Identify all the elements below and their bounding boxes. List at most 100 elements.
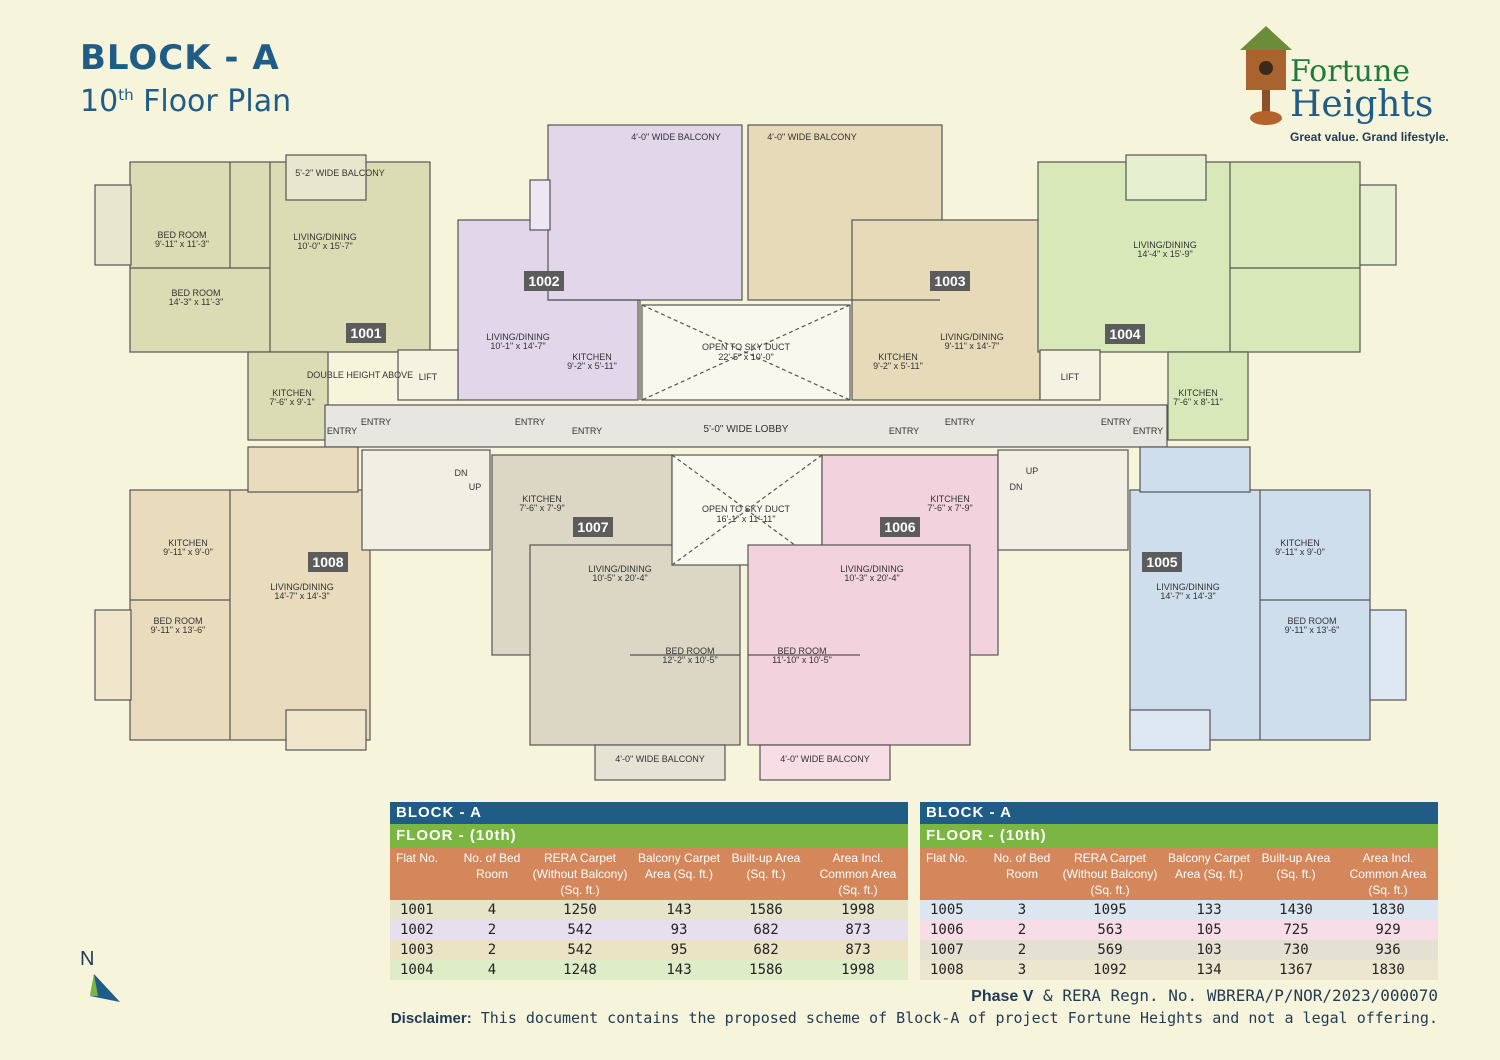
table-cell: 1001 xyxy=(400,902,434,918)
table-cell: 3 xyxy=(1017,962,1027,978)
stair-dn-label: DN xyxy=(1010,482,1023,492)
col-header: Balcony Carpet Area (Sq. ft.) xyxy=(634,848,724,900)
room-dim: 14'-7" x 14'-3" xyxy=(274,591,329,601)
subtitle-number: 10 xyxy=(80,84,119,119)
room-label: BED ROOM xyxy=(153,616,202,626)
duct-bottom-label: OPEN TO SKY DUCT xyxy=(702,504,791,514)
room-dim: 9'-2" x 5'-11" xyxy=(873,361,923,371)
duct-bottom-dim: 16'-1" x 11'-11" xyxy=(716,514,775,524)
col-header: RERA Carpet (Without Balcony) (Sq. ft.) xyxy=(526,848,634,900)
flat-1005-area xyxy=(1129,446,1407,751)
room-label: KITCHEN xyxy=(1178,388,1218,398)
flat-1008-area xyxy=(94,446,371,751)
lift-left-label: LIFT xyxy=(419,372,438,382)
col-header: No. of Bed Room xyxy=(458,848,526,900)
table-cell: 133 xyxy=(1196,902,1222,918)
stair-right xyxy=(997,449,1129,551)
stair-up-label: UP xyxy=(1026,466,1039,476)
room-label: LIVING/DINING xyxy=(940,332,1004,342)
flat-badge-1006: 1006 xyxy=(884,519,915,535)
flat-badge-1001: 1001 xyxy=(350,325,381,341)
table-cell: 1004 xyxy=(400,962,434,978)
room-dim: 14'-3" x 11'-3" xyxy=(169,297,224,307)
table-cell: 2 xyxy=(487,942,497,958)
room-dim: 14'-4" x 15'-9" xyxy=(1137,249,1192,259)
room-dim: 9'-11" x 11'-3" xyxy=(155,239,209,249)
disclaimer: Disclaimer: This document contains the p… xyxy=(391,1009,1438,1027)
table-cell: 2 xyxy=(1017,922,1027,938)
flat-badge-1003: 1003 xyxy=(934,273,965,289)
table-floor-header: FLOOR - (10th) xyxy=(920,824,1438,848)
north-indicator: N xyxy=(76,948,124,1008)
logo-tagline: Great value. Grand lifestyle. xyxy=(1290,130,1449,144)
balcony-label: 4'-0" WIDE BALCONY xyxy=(767,132,856,142)
phase-label: Phase V xyxy=(971,988,1034,1005)
room-dim: 11'-10" x 10'-5" xyxy=(772,655,832,665)
table-cell: 873 xyxy=(845,922,871,938)
table-block-header: BLOCK - A xyxy=(920,802,1438,824)
flat-1001-area xyxy=(94,154,431,441)
table-cell: 1586 xyxy=(749,902,783,918)
table-cell: 1248 xyxy=(563,962,597,978)
table-floor-header: FLOOR - (10th) xyxy=(390,824,908,848)
room-label: BED ROOM xyxy=(171,288,220,298)
room-dim: 10'-0" x 15'-7" xyxy=(297,241,352,251)
room-dim: 9'-11" x 13'-6" xyxy=(151,625,206,635)
north-label: N xyxy=(80,948,95,970)
rera-number: & RERA Regn. No. WBRERA/P/NOR/2023/00007… xyxy=(1033,986,1438,1005)
flat-badge-1007: 1007 xyxy=(577,519,608,535)
table-cell: 134 xyxy=(1196,962,1222,978)
lobby-corridor xyxy=(324,404,1168,448)
room-dim: 10'-1" x 14'-7" xyxy=(490,341,545,351)
col-header: No. of Bed Room xyxy=(988,848,1056,900)
room-dim: 7'-6" x 7'-9" xyxy=(927,503,972,513)
room-dim: 10'-3" x 20'-4" xyxy=(844,573,899,583)
table-cell: 93 xyxy=(670,922,688,938)
entry-label: ENTRY xyxy=(945,417,975,427)
entry-label: ENTRY xyxy=(1101,417,1131,427)
table-cell: 682 xyxy=(753,942,779,958)
subtitle-text: Floor Plan xyxy=(133,84,292,119)
north-arrow-icon xyxy=(90,974,120,1002)
lobby-label: 5'-0" WIDE LOBBY xyxy=(704,424,789,435)
room-dim: 7'-6" x 7'-9" xyxy=(519,503,564,513)
room-label: KITCHEN xyxy=(1280,538,1320,548)
brand-logo: Fortune Heights Great value. Grand lifes… xyxy=(1236,22,1456,152)
floor-plan-subtitle: 10th Floor Plan xyxy=(80,84,291,119)
table-cell: 1003 xyxy=(400,942,434,958)
table-cell: 143 xyxy=(666,902,692,918)
table-cell: 569 xyxy=(1097,942,1123,958)
flat-1002-area xyxy=(457,124,743,401)
table-cell: 873 xyxy=(845,942,871,958)
stair-dn-label: DN xyxy=(455,468,468,478)
table-cell: 542 xyxy=(567,922,593,938)
logo-name-fortune: Fortune xyxy=(1290,54,1411,89)
birdhouse-icon xyxy=(1240,26,1292,125)
room-label: KITCHEN xyxy=(572,352,612,362)
entry-label: ENTRY xyxy=(327,426,357,436)
area-table-right: BLOCK - A FLOOR - (10th) Flat No. No. of… xyxy=(920,802,1438,980)
room-label: LIVING/DINING xyxy=(270,582,334,592)
entry-label: ENTRY xyxy=(515,417,545,427)
table-cell: 143 xyxy=(666,962,692,978)
room-label: BED ROOM xyxy=(665,646,714,656)
room-label: DOUBLE HEIGHT ABOVE xyxy=(307,370,413,380)
lift-right-label: LIFT xyxy=(1061,372,1080,382)
table-cell: 95 xyxy=(670,942,688,958)
disclaimer-label: Disclaimer: xyxy=(390,1010,472,1027)
col-header: Built-up Area (Sq. ft.) xyxy=(1254,848,1338,900)
flat-1007-area xyxy=(491,454,741,781)
room-label: KITCHEN xyxy=(878,352,918,362)
table-cell: 563 xyxy=(1097,922,1123,938)
table-cell: 3 xyxy=(1017,902,1027,918)
table-cell: 1002 xyxy=(400,922,434,938)
room-label: BED ROOM xyxy=(157,230,206,240)
table-cell: 725 xyxy=(1283,922,1309,938)
room-label: LIVING/DINING xyxy=(293,232,357,242)
stair-up-label: UP xyxy=(469,482,482,492)
